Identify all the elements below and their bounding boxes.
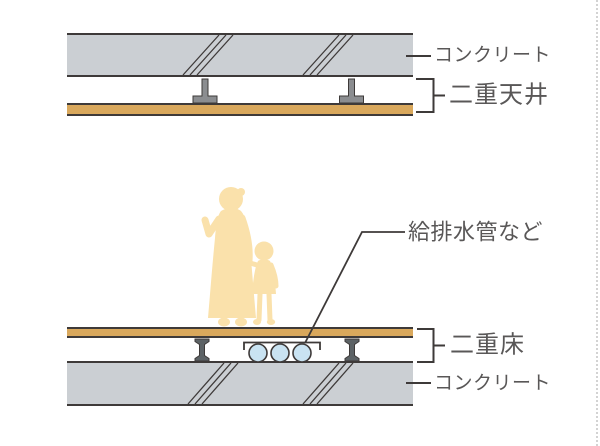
label-pipes: 給排水管など xyxy=(408,219,544,245)
ceiling-board xyxy=(67,103,413,116)
concrete-slab-bottom xyxy=(67,361,413,406)
pipes-group xyxy=(248,343,312,363)
floor-board xyxy=(67,327,413,338)
floor-supports xyxy=(194,338,360,362)
floor-support xyxy=(194,338,210,362)
ceiling-hanger xyxy=(192,78,218,104)
floor-bracket xyxy=(417,328,445,363)
label-concrete-top: コンクリート xyxy=(434,45,552,67)
label-double-floor: 二重床 xyxy=(450,331,525,359)
pipe xyxy=(248,343,268,363)
page-edge-dots xyxy=(596,0,598,446)
pipe-bracket xyxy=(243,341,321,350)
ceiling-hanger xyxy=(339,78,364,104)
label-concrete-bottom: コンクリート xyxy=(434,373,552,395)
label-double-ceiling: 二重天井 xyxy=(449,81,549,109)
floor-support xyxy=(344,338,360,362)
ceiling-bracket xyxy=(416,78,445,113)
pipe xyxy=(292,343,312,363)
child-figure xyxy=(247,241,279,325)
ceiling-hangers xyxy=(192,78,364,104)
mother-and-child-silhouette xyxy=(201,187,279,327)
mother-figure xyxy=(201,187,256,327)
pipe xyxy=(270,343,290,363)
concrete-slab-top xyxy=(67,33,413,77)
